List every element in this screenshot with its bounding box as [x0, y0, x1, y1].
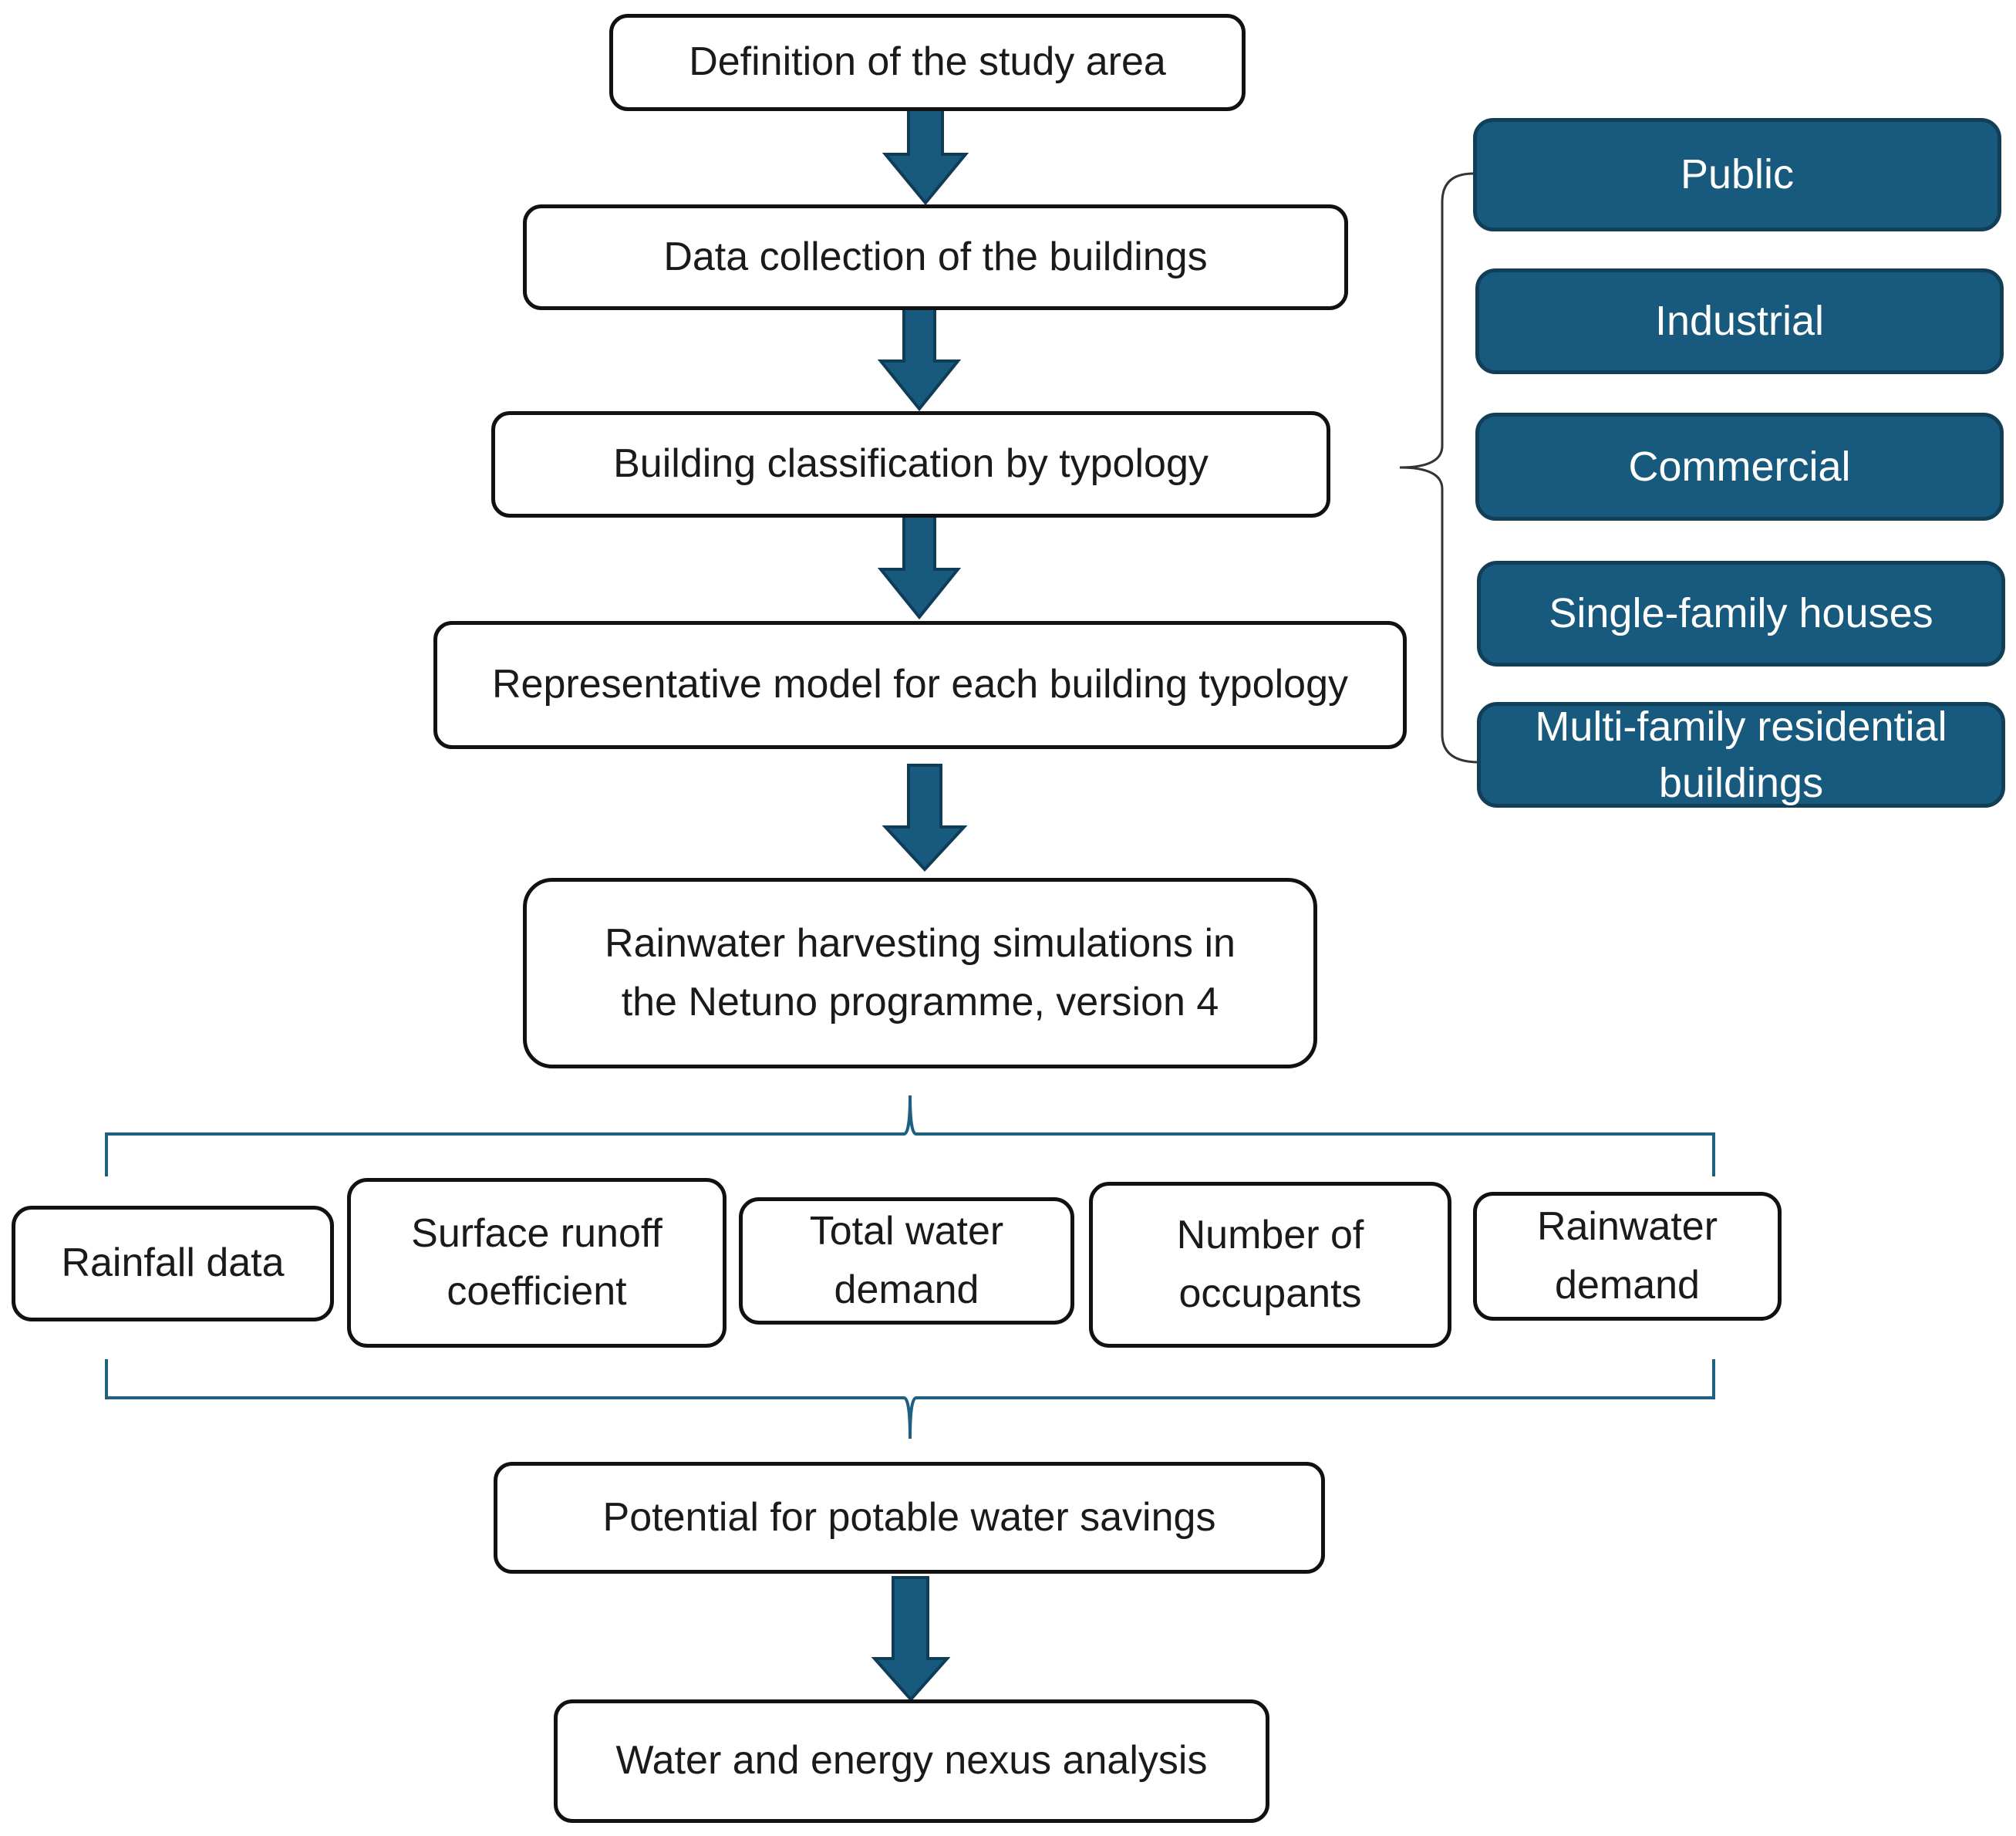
input-runoff-coefficient-label: Surface runoff coefficient: [411, 1210, 662, 1314]
typology-multi-family: Multi-family residential buildings: [1477, 702, 2005, 808]
step-potential-savings: Potential for potable water savings: [494, 1462, 1325, 1574]
typology-industrial: Industrial: [1475, 268, 2004, 374]
step-data-collection: Data collection of the buildings: [523, 204, 1348, 310]
inputs-bottom-brace: [105, 1359, 1715, 1439]
typology-bracket: [1399, 172, 1480, 764]
step-simulations-label: Rainwater harvesting simulations in the …: [605, 921, 1236, 1024]
step-representative-model: Representative model for each building t…: [433, 621, 1407, 749]
typology-single-family-label: Single-family houses: [1549, 590, 1933, 637]
input-rainwater-demand: Rainwater demand: [1473, 1192, 1782, 1321]
arrow-collection-to-classification: [877, 305, 962, 412]
step-nexus-analysis-label: Water and energy nexus analysis: [615, 1738, 1208, 1784]
input-number-of-occupants-label: Number of occupants: [1176, 1213, 1364, 1316]
step-study-area: Definition of the study area: [609, 14, 1246, 111]
typology-industrial-label: Industrial: [1654, 298, 1825, 345]
arrow-study-to-collection: [882, 101, 969, 206]
input-number-of-occupants: Number of occupants: [1089, 1182, 1451, 1348]
input-runoff-coefficient: Surface runoff coefficient: [347, 1178, 727, 1348]
input-total-water-demand-label: Total water demand: [809, 1209, 1004, 1312]
step-simulations: Rainwater harvesting simulations in the …: [523, 878, 1317, 1068]
input-rainfall-data: Rainfall data: [12, 1206, 334, 1321]
step-data-collection-label: Data collection of the buildings: [663, 234, 1208, 279]
step-nexus-analysis: Water and energy nexus analysis: [554, 1699, 1269, 1823]
typology-single-family: Single-family houses: [1477, 561, 2005, 667]
typology-multi-family-label: Multi-family residential buildings: [1535, 703, 1947, 806]
input-rainfall-data-label: Rainfall data: [61, 1240, 285, 1286]
typology-commercial: Commercial: [1475, 413, 2004, 521]
step-study-area-label: Definition of the study area: [689, 39, 1166, 85]
arrow-savings-to-nexus: [871, 1576, 951, 1703]
input-total-water-demand: Total water demand: [739, 1197, 1074, 1325]
arrow-classification-to-model: [877, 511, 962, 620]
typology-public: Public: [1473, 118, 2001, 231]
typology-public-label: Public: [1680, 151, 1795, 198]
inputs-top-brace: [105, 1095, 1715, 1176]
arrow-model-to-simulations: [882, 764, 968, 872]
step-classification-label: Building classification by typology: [613, 441, 1209, 487]
typology-commercial-label: Commercial: [1628, 443, 1851, 490]
step-classification: Building classification by typology: [491, 411, 1330, 518]
step-representative-model-label: Representative model for each building t…: [491, 662, 1348, 707]
input-rainwater-demand-label: Rainwater demand: [1536, 1204, 1718, 1308]
step-potential-savings-label: Potential for potable water savings: [602, 1494, 1216, 1540]
